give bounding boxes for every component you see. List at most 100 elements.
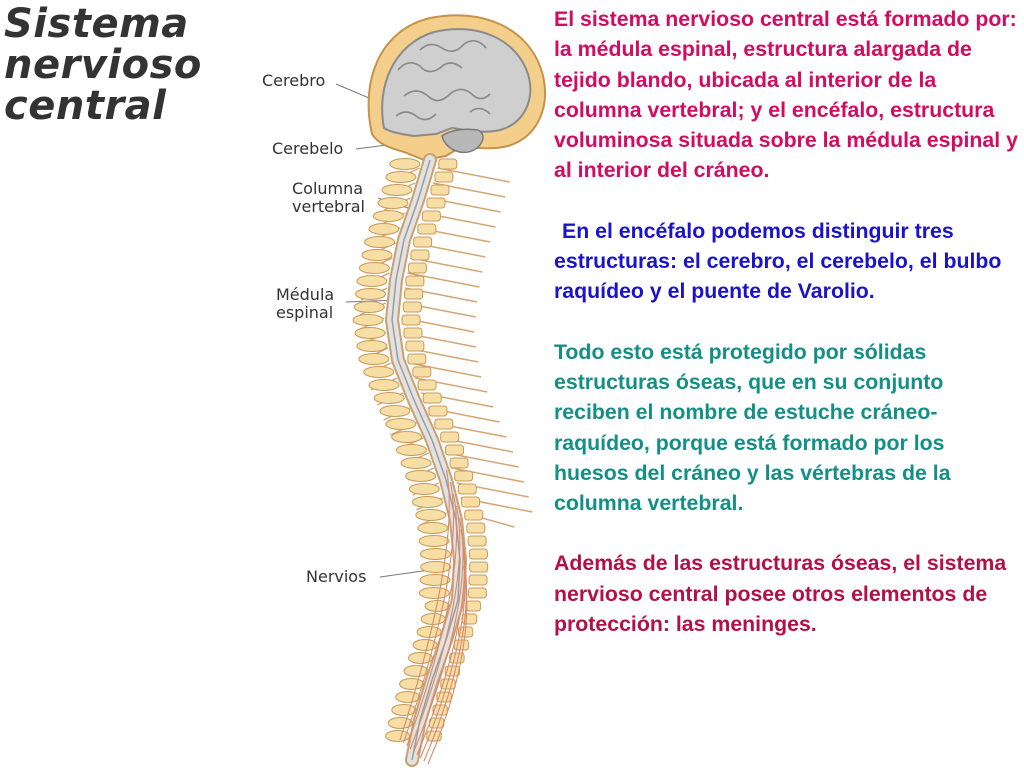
vertebra-body [412, 366, 432, 378]
vertebra-back [372, 210, 404, 222]
vertebra-body [445, 444, 464, 456]
vertebra-body [434, 171, 454, 183]
title-line-1: Sistema [4, 1, 189, 47]
label-columna-line-2: vertebral [292, 197, 365, 216]
vertebra-back [391, 431, 423, 443]
paragraph-1: El sistema nervioso central está formado… [554, 7, 1018, 183]
label-medula-line-2: espinal [276, 303, 334, 322]
vertebra-back [405, 470, 437, 482]
vertebra-back [355, 288, 387, 300]
label-medula-line-1: Médula [276, 285, 335, 304]
vertebra-body [430, 184, 450, 196]
vertebra-back [420, 561, 452, 573]
vertebra-back [368, 223, 400, 235]
vertebra-back [354, 327, 386, 339]
vertebra-back [363, 366, 395, 378]
vertebra-back [373, 392, 405, 404]
title-line-2: nervioso [4, 42, 202, 88]
vertebra-body [426, 197, 446, 209]
vertebra-back [389, 158, 421, 170]
vertebra-back [400, 457, 432, 469]
nerve-right [437, 167, 510, 183]
vertebra-back [403, 665, 429, 677]
label-columna-vertebral: Columna vertebral [292, 180, 365, 216]
cauda-nerve [409, 505, 461, 750]
cauda-equina-nerves [399, 469, 468, 765]
vertebra-body [428, 405, 448, 417]
vertebra-body [422, 392, 442, 404]
vertebra-body [464, 509, 484, 521]
vertebra-body [469, 561, 489, 573]
vertebra-body [457, 483, 477, 495]
vertebra-back [361, 249, 393, 261]
label-nervios: Nervios [306, 567, 367, 586]
vertebra-back [412, 496, 443, 508]
vertebra-back [385, 171, 417, 183]
cauda-nerve [427, 565, 468, 765]
vertebra-body [461, 496, 480, 508]
nerve-right [451, 467, 524, 483]
vertebra-back [385, 730, 411, 742]
paragraph-2: En el encéfalo podemos distinguir tres e… [554, 218, 1002, 304]
description-text: El sistema nervioso central está formado… [554, 4, 1020, 669]
vertebra-body [404, 288, 424, 300]
vertebra-body [434, 418, 454, 430]
paragraph-3: Todo esto está protegido por sólidas est… [554, 339, 951, 516]
nerve-right [409, 362, 482, 378]
vertebra-back [356, 275, 388, 287]
vertebra-back [415, 509, 447, 521]
vertebra-body [438, 158, 458, 170]
vertebra-body [467, 535, 487, 547]
vertebrae [352, 158, 489, 742]
vertebra-body [405, 275, 425, 287]
vertebra-back [395, 691, 421, 703]
cauda-nerve [402, 481, 455, 744]
vertebra-body [440, 431, 460, 443]
vertebra-body [417, 379, 437, 391]
spinal-cord [385, 153, 467, 767]
paragraph-4: Además de las estructuras óseas, el sist… [554, 551, 1007, 637]
vertebra-body [465, 600, 482, 612]
vertebra-back [352, 314, 384, 326]
vertebra-back [419, 574, 451, 586]
cauda-nerve [423, 553, 467, 762]
vertebra-body [428, 717, 445, 729]
vertebra-body [468, 548, 488, 560]
label-columna-line-1: Columna [292, 179, 364, 198]
vertebra-back [381, 184, 413, 196]
spinal-cord-center [391, 159, 461, 761]
cauda-nerve [399, 469, 450, 741]
vertebra-back [379, 405, 411, 417]
vertebra-body [413, 236, 433, 248]
label-medula-espinal: Médula espinal [276, 286, 334, 322]
vertebra-body [407, 353, 427, 365]
vertebra-body [421, 210, 441, 222]
vertebra-body [405, 340, 425, 352]
vertebra-body [410, 249, 430, 261]
vertebra-back [385, 418, 417, 430]
vertebra-body [402, 301, 422, 313]
vertebra-back [417, 522, 449, 534]
vertebra-back [396, 444, 427, 456]
vertebra-back [418, 587, 450, 599]
vertebra-body [403, 327, 423, 339]
vertebra-back [353, 301, 385, 313]
vertebra-back [364, 236, 396, 248]
vertebra-body [407, 262, 427, 274]
vertebra-body [436, 691, 452, 703]
brain-shape [367, 14, 546, 162]
vertebra-body [468, 574, 488, 586]
vertebra-back [399, 678, 425, 690]
vertebra-body [466, 522, 486, 534]
vertebra-back [358, 262, 390, 274]
vertebra-back [356, 340, 388, 352]
vertebra-back [391, 704, 417, 716]
vertebra-body [417, 223, 437, 235]
vertebra-back [377, 197, 409, 209]
vertebra-body [454, 470, 474, 482]
vertebra-body [401, 314, 421, 326]
label-cerebelo: Cerebelo [272, 139, 344, 158]
vertebra-back [419, 548, 451, 560]
vertebra-body [467, 587, 487, 599]
vertebra-back [368, 379, 400, 391]
